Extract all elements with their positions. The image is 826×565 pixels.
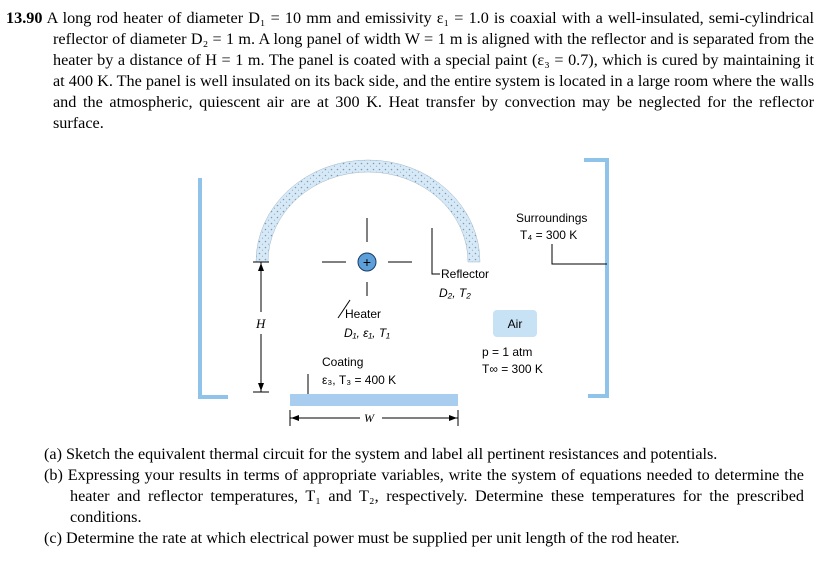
w-arrow-left — [291, 415, 299, 421]
problem-parts: (a) Sketch the equivalent thermal circui… — [44, 444, 804, 549]
coating-props: ε₃, T₃ = 400 K — [322, 373, 396, 387]
heater-label: Heater — [345, 307, 381, 321]
part-b: (b) Expressing your results in terms of … — [44, 466, 804, 526]
w-label: W — [364, 411, 375, 425]
h-arrow-top — [258, 263, 264, 271]
part-c: (c) Determine the rate at which electric… — [44, 529, 680, 547]
surroundings-label: Surroundings — [516, 211, 587, 225]
heater-symbol: + — [363, 254, 371, 270]
air-label: Air — [508, 317, 523, 331]
h-arrow-bottom — [258, 383, 264, 391]
left-wall — [198, 178, 228, 399]
problem-statement: 13.90 A long rod heater of diameter D₁ =… — [6, 8, 814, 134]
air-temp: T∞ = 300 K — [482, 362, 543, 376]
reflector-label: Reflector — [441, 267, 489, 281]
surroundings-leader — [551, 244, 607, 265]
reflector-leader — [431, 228, 440, 275]
heater-rod — [357, 252, 377, 272]
surroundings-temp: T₄ = 300 K — [520, 228, 577, 242]
h-label: H — [255, 316, 266, 331]
reflector-props: D₂, T₂ — [439, 286, 471, 300]
w-arrow-right — [449, 415, 457, 421]
heater-leader — [337, 299, 351, 319]
problem-number: 13.90 — [6, 9, 43, 27]
heater-props: D₁, ε₁, T₁ — [344, 326, 390, 340]
reflector — [255, 159, 481, 263]
coating-label: Coating — [322, 355, 363, 369]
right-wall — [584, 158, 609, 398]
part-a: (a) Sketch the equivalent thermal circui… — [44, 445, 718, 463]
problem-text: A long rod heater of diameter D₁ = 10 mm… — [46, 9, 814, 132]
air-box — [493, 310, 537, 337]
air-pressure: p = 1 atm — [482, 345, 532, 359]
panel — [290, 394, 458, 406]
